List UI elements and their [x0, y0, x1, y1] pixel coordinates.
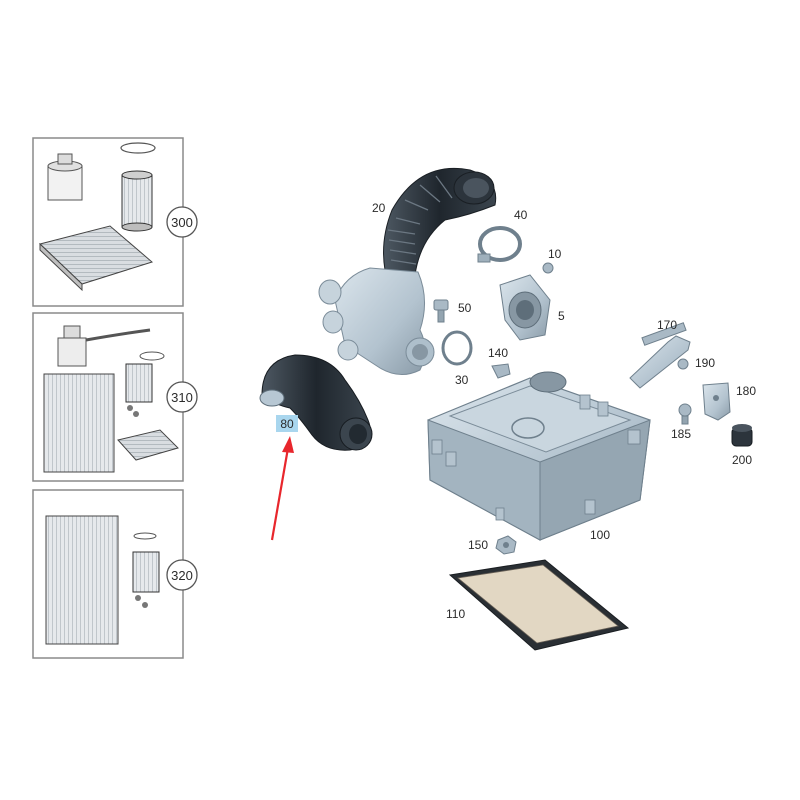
label-40: 40	[514, 208, 528, 222]
label-100: 100	[590, 528, 610, 542]
label-80: 80	[280, 417, 294, 431]
callout-310-circle[interactable]	[166, 381, 198, 413]
charcoal-filter-icon	[117, 429, 179, 461]
label-20: 20	[372, 201, 386, 215]
part-200-rubber-mount[interactable]	[731, 424, 753, 447]
kit-panel-300[interactable]: 300	[32, 137, 198, 307]
label-110: 110	[446, 607, 465, 621]
label-30: 30	[455, 373, 469, 387]
part-140-clip[interactable]	[491, 363, 511, 379]
label-190: 190	[695, 356, 715, 370]
part-150-nut[interactable]	[495, 535, 517, 555]
part-20-intake-hose[interactable]	[318, 167, 497, 375]
callout-300-circle[interactable]	[166, 206, 198, 238]
red-arrow-pointer	[270, 436, 294, 541]
label-150: 150	[468, 538, 488, 552]
fuel-filter-icon	[47, 153, 83, 201]
part-185-screw[interactable]	[678, 403, 692, 425]
part-5-air-mass-sensor[interactable]	[499, 274, 551, 341]
cabin-air-filter-icon	[45, 515, 119, 645]
kit-panel-320[interactable]: 320	[32, 489, 198, 659]
cabin-filter-icon	[43, 373, 115, 473]
callout-300-label: 300	[171, 215, 193, 230]
label-185: 185	[671, 427, 691, 441]
oil-filter-small-icon	[125, 363, 153, 417]
part-100-air-filter-housing[interactable]	[427, 371, 651, 541]
part-170-bracket[interactable]	[629, 322, 691, 389]
oil-filter-element-icon	[132, 532, 160, 608]
part-50-bolt[interactable]	[433, 299, 449, 323]
label-180: 180	[736, 384, 756, 398]
label-50: 50	[458, 301, 472, 315]
part-10-screw[interactable]	[542, 262, 554, 274]
air-filter-icon	[39, 225, 154, 292]
callout-320-circle[interactable]	[166, 559, 198, 591]
part-30-seal-ring[interactable]	[441, 330, 473, 366]
callout-320-label: 320	[171, 568, 193, 583]
part-40-hose-clamp[interactable]	[477, 226, 522, 263]
label-10: 10	[548, 247, 562, 261]
label-200: 200	[732, 453, 752, 467]
part-180-bracket[interactable]	[702, 382, 731, 421]
oil-filter-icon	[120, 142, 156, 232]
kit-panel-310[interactable]: 310	[32, 312, 198, 482]
part-190-nut[interactable]	[677, 358, 689, 370]
label-170: 170	[657, 318, 677, 332]
callout-310-label: 310	[171, 390, 193, 405]
part-80-elbow-hose[interactable]	[259, 354, 373, 451]
label-140: 140	[488, 346, 508, 360]
fuel-filter-housing-icon	[57, 325, 165, 367]
part-110-air-filter-element[interactable]	[448, 559, 630, 651]
label-5: 5	[558, 309, 565, 323]
label-80-highlight	[276, 415, 298, 432]
